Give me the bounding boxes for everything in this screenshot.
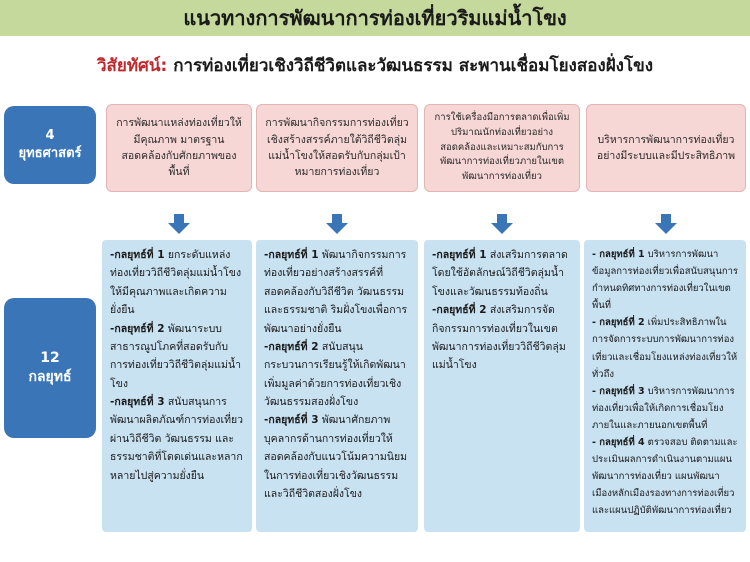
vision-label: วิสัยทัศน์:: [96, 56, 168, 76]
plan-item: - กลยุทธ์ที่ 1 บริหารการพัฒนาข้อมูลการท่…: [592, 249, 739, 312]
strategy-text: การพัฒนากิจกรรมการท่องเที่ยวเชิงสร้างสรร…: [265, 117, 409, 179]
plans-side-box: 12 กลยุทธ์: [4, 298, 96, 438]
strategy-box-4: บริหารการพัฒนาการท่องเที่ยวอย่างมีระบบแล…: [586, 104, 746, 192]
plans-label: กลยุทธ์: [28, 369, 72, 385]
plans-count: 12: [40, 350, 60, 367]
plan-item: -กลยุทธ์ที่ 2 ส่งเสริมการจัดกิจกรรมการท่…: [432, 304, 566, 372]
title-bar: แนวทางการพัฒนาการท่องเที่ยวริมแม่น้ำโขง: [0, 0, 750, 36]
vision-text: การท่องเที่ยวเชิงวิถีชีวิตและวัฒนธรรม สะ…: [173, 56, 654, 76]
page-title: แนวทางการพัฒนาการท่องเที่ยวริมแม่น้ำโขง: [183, 6, 567, 30]
strategy-text: การพัฒนาแหล่งท่องเที่ยวให้มีคุณภาพ มาตรฐ…: [116, 117, 242, 179]
plan-item: -กลยุทธ์ที่ 2 พัฒนาระบบสาธารณูปโภคที่สอด…: [110, 322, 242, 390]
strategy-box-1: การพัฒนาแหล่งท่องเที่ยวให้มีคุณภาพ มาตรฐ…: [106, 104, 252, 192]
plan-item: -กลยุทธ์ที่ 1 ส่งเสริมการตลาดโดยใช้อัตลั…: [432, 249, 568, 298]
vision-statement: วิสัยทัศน์: การท่องเที่ยวเชิงวิถีชีวิตแล…: [0, 52, 750, 79]
strategies-label: ยุทธศาสตร์: [18, 146, 82, 161]
down-arrow-icon: [655, 214, 677, 234]
plans-column-2: -กลยุทธ์ที่ 1 พัฒนากิจกรรมการท่องเที่ยวอ…: [256, 240, 418, 532]
strategy-box-3: การใช้เครื่องมือการตลาดเพื่อเพิ่มปริมาณน…: [424, 104, 580, 192]
plan-item: - กลยุทธ์ที่ 3 บริหารการพัฒนาการท่องเที่…: [592, 385, 735, 431]
strategies-side-box: 4 ยุทธศาสตร์: [4, 106, 96, 184]
down-arrow-icon: [168, 214, 190, 234]
plan-item: -กลยุทธ์ที่ 1 ยกระดับแหล่งท่องเที่ยววิถี…: [110, 249, 242, 317]
plan-item: -กลยุทธ์ที่ 3 พัฒนาศักยภาพบุคลากรด้านการ…: [264, 414, 408, 500]
strategies-count: 4: [45, 128, 55, 144]
down-arrow-icon: [491, 214, 513, 234]
strategy-box-2: การพัฒนากิจกรรมการท่องเที่ยวเชิงสร้างสรร…: [256, 104, 418, 192]
plan-item: -กลยุทธ์ที่ 3 สนับสนุนการพัฒนาผลิตภัณฑ์ก…: [110, 396, 244, 482]
strategy-text: บริหารการพัฒนาการท่องเที่ยวอย่างมีระบบแล…: [596, 133, 736, 162]
plan-item: - กลยุทธ์ที่ 4 ตรวจสอบ ติดตามและประเมินผ…: [592, 437, 738, 517]
plan-item: - กลยุทธ์ที่ 2 เพิ่มประสิทธิภาพในการจัดก…: [592, 317, 738, 380]
plans-column-1: -กลยุทธ์ที่ 1 ยกระดับแหล่งท่องเที่ยววิถี…: [102, 240, 252, 532]
plan-item: -กลยุทธ์ที่ 2 สนับสนุนกระบวนการเรียนรู้ใ…: [264, 340, 406, 408]
down-arrow-icon: [326, 214, 348, 234]
plan-item: -กลยุทธ์ที่ 1 พัฒนากิจกรรมการท่องเที่ยวอ…: [264, 249, 408, 335]
plans-column-4: - กลยุทธ์ที่ 1 บริหารการพัฒนาข้อมูลการท่…: [584, 240, 746, 532]
strategy-text: การใช้เครื่องมือการตลาดเพื่อเพิ่มปริมาณน…: [434, 112, 570, 183]
plans-column-3: -กลยุทธ์ที่ 1 ส่งเสริมการตลาดโดยใช้อัตลั…: [424, 240, 580, 532]
